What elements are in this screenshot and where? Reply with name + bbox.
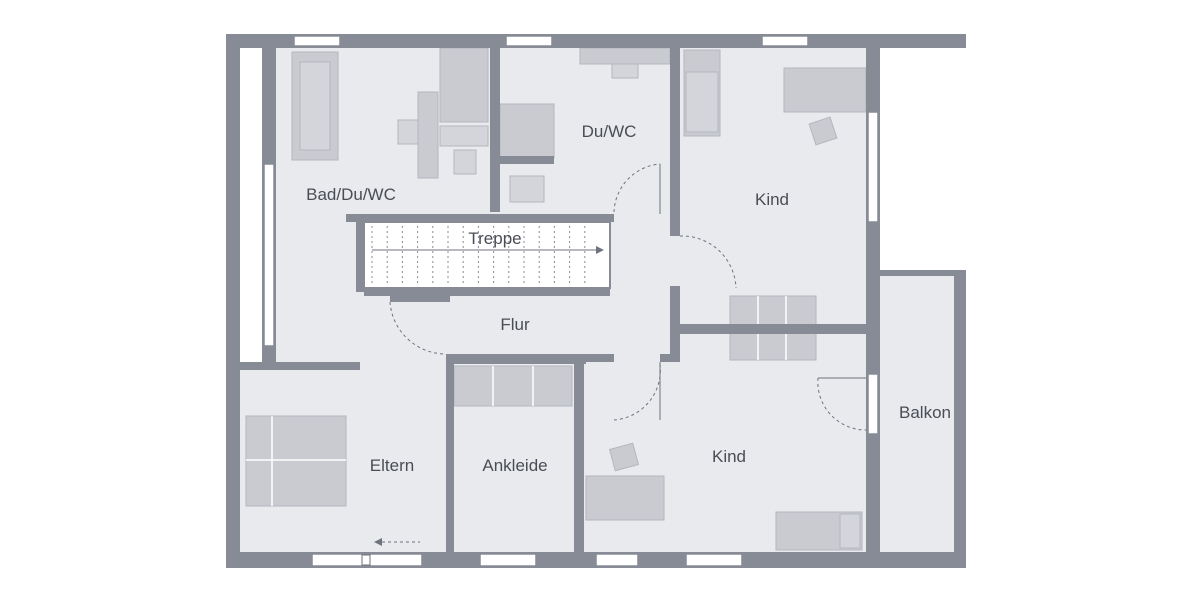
bathroom-fixtures	[291, 47, 489, 179]
desk	[585, 475, 665, 521]
chair	[808, 116, 838, 146]
toilet	[453, 149, 477, 175]
label-kind-top: Kind	[755, 190, 789, 209]
ankleide-furniture	[453, 365, 573, 407]
label-treppe: Treppe	[468, 229, 521, 248]
doors	[374, 163, 867, 546]
kind-bottom-furniture	[585, 442, 863, 551]
label-duwc: Du/WC	[582, 122, 637, 141]
label-balkon: Balkon	[899, 403, 951, 422]
duwc-fixtures	[499, 47, 671, 203]
label-ankleide: Ankleide	[482, 456, 547, 475]
shower	[499, 103, 555, 159]
double-bed	[245, 415, 347, 507]
vanity	[417, 91, 439, 179]
eltern-furniture	[245, 415, 347, 507]
label-kind-bottom: Kind	[712, 447, 746, 466]
chair	[608, 442, 640, 472]
toilet	[509, 175, 545, 203]
label-eltern: Eltern	[370, 456, 414, 475]
wardrobe	[453, 365, 573, 407]
shower	[439, 47, 489, 123]
desk	[783, 67, 867, 113]
label-flur: Flur	[500, 315, 530, 334]
shelf	[579, 47, 671, 65]
sink	[611, 63, 639, 79]
room-labels: Bad/Du/WC Du/WC Kind Treppe Flur Eltern …	[306, 122, 951, 475]
sink	[397, 119, 419, 145]
windows	[263, 35, 879, 567]
label-bad: Bad/Du/WC	[306, 185, 396, 204]
